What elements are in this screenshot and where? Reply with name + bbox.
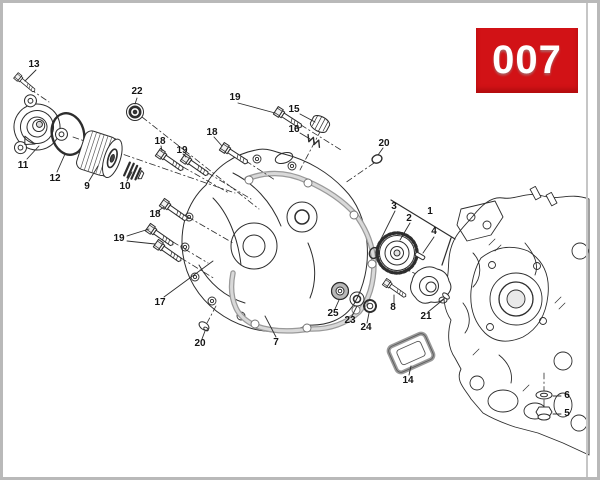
snap-ring-drawing — [363, 299, 377, 313]
part-callout-18[interactable]: 18 — [206, 127, 218, 138]
oil-filler-cap-drawing — [309, 115, 331, 133]
part-callout-4[interactable]: 4 — [431, 226, 437, 237]
part-callout-24[interactable]: 24 — [360, 322, 372, 333]
filler-spring-drawing — [307, 133, 321, 149]
part-callout-13[interactable]: 13 — [28, 59, 40, 70]
part-callout-8[interactable]: 8 — [390, 302, 396, 313]
oil-pump-assembly-drawing — [330, 199, 456, 313]
part-callout-17[interactable]: 17 — [154, 297, 166, 308]
part-callout-1[interactable]: 1 — [427, 206, 433, 217]
part-callout-20[interactable]: 20 — [194, 338, 206, 349]
exploded-parts-diagram — [13, 69, 590, 456]
part-callout-25[interactable]: 25 — [327, 308, 339, 319]
leader-lines — [24, 69, 562, 415]
part-callout-19[interactable]: 19 — [176, 145, 188, 156]
pump-dowel-drawing — [442, 292, 450, 300]
cover-gasket-drawing — [228, 170, 377, 334]
crankcase-cover-drawing — [180, 148, 368, 333]
drain-plug-assembly-drawing — [535, 372, 553, 422]
part-callout-19[interactable]: 19 — [229, 92, 241, 103]
o-ring-drawing — [50, 112, 86, 156]
sealing-ring-drawing — [371, 154, 383, 164]
drain-washer-drawing — [535, 390, 553, 400]
part-callout-9[interactable]: 9 — [84, 181, 90, 192]
page-number-text: 007 — [492, 38, 562, 82]
part-callout-20[interactable]: 20 — [378, 138, 390, 149]
part-callout-21[interactable]: 21 — [420, 311, 432, 322]
pump-gasket-drawing — [386, 331, 436, 375]
part-callout-23[interactable]: 23 — [344, 315, 356, 326]
filter-spring-drawing — [123, 161, 145, 181]
part-callout-15[interactable]: 15 — [288, 104, 300, 115]
part-callout-6[interactable]: 6 — [564, 390, 570, 401]
part-callout-18[interactable]: 18 — [149, 209, 161, 220]
part-callout-7[interactable]: 7 — [273, 337, 279, 348]
page-edge-divider — [586, 3, 588, 477]
part-callout-10[interactable]: 10 — [119, 181, 131, 192]
part-callout-16[interactable]: 16 — [288, 124, 300, 135]
part-callout-22[interactable]: 22 — [131, 86, 143, 97]
part-callout-2[interactable]: 2 — [406, 213, 412, 224]
page-number-badge: 007 — [476, 28, 578, 93]
part-callout-11[interactable]: 11 — [17, 160, 29, 171]
water-pump-cover-drawing — [13, 94, 68, 155]
part-callout-14[interactable]: 14 — [402, 375, 414, 386]
dowel-pin-drawing — [198, 321, 210, 332]
oil-filter-drawing — [76, 130, 123, 179]
drain-bolt-drawing — [535, 406, 553, 421]
oil-seal-drawing — [330, 281, 350, 301]
part-callout-5[interactable]: 5 — [564, 408, 570, 419]
part-callout-18[interactable]: 18 — [154, 136, 166, 147]
part-callout-3[interactable]: 3 — [391, 201, 397, 212]
part-callout-12[interactable]: 12 — [49, 173, 61, 184]
oil-pump-body-drawing — [410, 266, 452, 304]
part-callout-19[interactable]: 19 — [113, 233, 125, 244]
pump-pin-drawing — [414, 251, 426, 261]
